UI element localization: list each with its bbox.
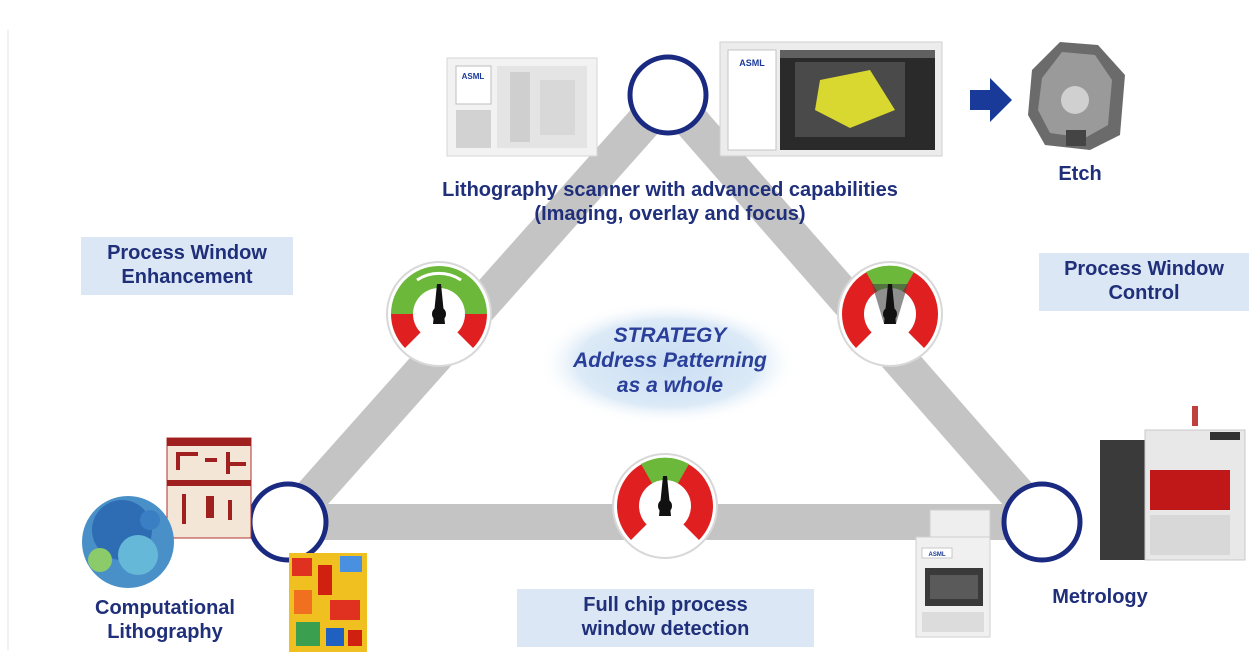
heatmap-image: [289, 553, 367, 652]
top-label: Lithography scanner with advanced capabi…: [380, 178, 960, 226]
bottom-box-text: Full chip process window detection: [517, 593, 814, 641]
comp-litho-line2: Lithography: [107, 621, 223, 643]
gauge-icon-right: [837, 261, 943, 367]
gauge-icon-left: [386, 261, 492, 367]
gauge-icon-bottom: [612, 453, 718, 559]
metrology-label: Metrology: [1052, 586, 1148, 608]
node-top: [627, 54, 709, 136]
strategy-line3: as a whole: [616, 374, 724, 398]
metrology-brand: ASML: [929, 552, 946, 558]
top-label-line1: Lithography scanner with advanced capabi…: [442, 179, 898, 201]
right-box: [1039, 253, 1249, 311]
right-box-line1: Process Window: [1064, 258, 1224, 280]
right-box-text: Process Window Control: [1039, 257, 1249, 305]
etch-tool-image: [1028, 42, 1125, 150]
left-box-line2: Enhancement: [121, 266, 253, 288]
strategy-text: STRATEGY Address Patterning as a whole: [540, 323, 800, 399]
strategy-line1: STRATEGY: [613, 324, 727, 347]
metrology-tool-image: [1100, 406, 1246, 561]
strategy-line2: Address Patterning: [573, 349, 767, 373]
node-bottom-left: [247, 481, 329, 563]
layout-pattern-image: [166, 437, 252, 539]
left-box-line1: Process Window: [107, 242, 267, 264]
top-label-line2: (Imaging, overlay and focus): [534, 203, 806, 225]
metrology-tool-small: ASML: [915, 509, 991, 638]
wafer-map-image: [82, 496, 174, 588]
bottom-box-line1: Full chip process: [583, 594, 748, 616]
scanner-image-right: ASML: [719, 41, 943, 157]
left-box: [81, 237, 293, 295]
etch-label: Etch: [1058, 163, 1102, 185]
right-box-line2: Control: [1108, 282, 1180, 304]
scanner-brand-left: ASML: [462, 72, 485, 81]
computational-lithography-label: Computational Lithography: [60, 596, 270, 644]
right-arrow-icon: [970, 78, 1012, 122]
strategy-glow: [538, 301, 798, 425]
comp-litho-line1: Computational: [95, 597, 235, 619]
bottom-box-line2: window detection: [581, 618, 750, 640]
node-bottom-right: [1001, 481, 1083, 563]
left-box-text: Process Window Enhancement: [81, 241, 293, 289]
scanner-brand-right: ASML: [739, 58, 765, 68]
bottom-box: [517, 589, 814, 647]
scanner-image-left: ASML: [446, 57, 598, 157]
